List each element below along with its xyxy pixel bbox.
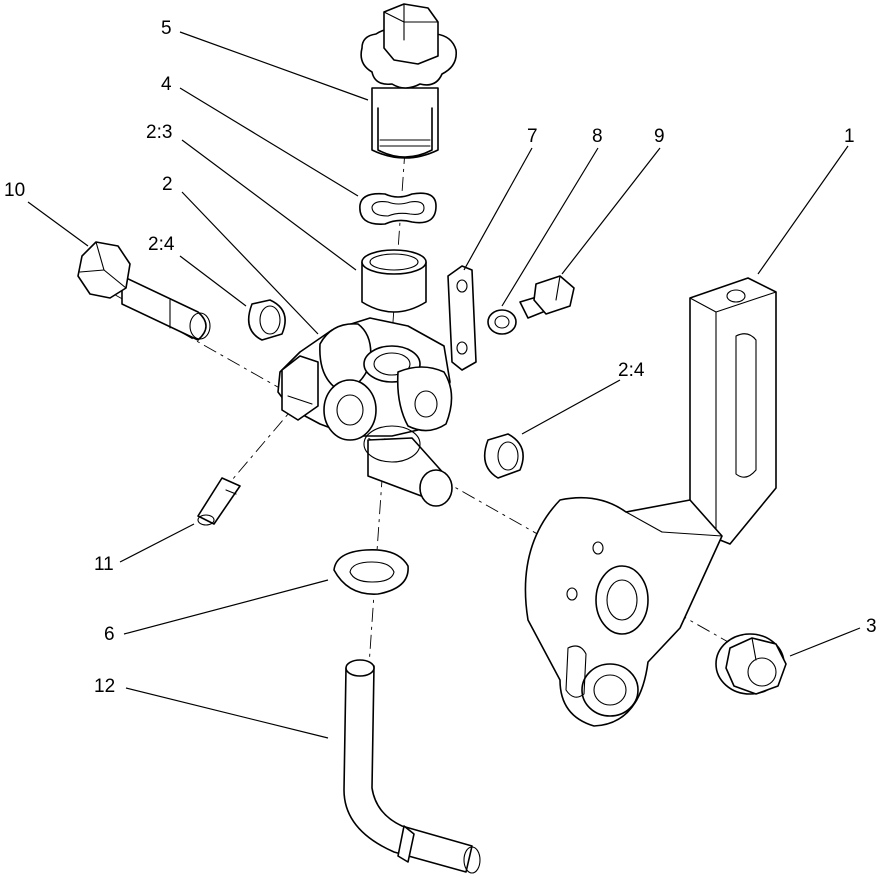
leader-2-4-right [521, 379, 621, 435]
callout-5: 5 [161, 18, 172, 39]
part-4-wave-washer [359, 192, 437, 225]
callout-2-4-right: 2:4 [618, 360, 645, 381]
part-1-bracket [524, 277, 777, 727]
part-3-flange-nut [715, 633, 787, 695]
callout-7: 7 [527, 126, 538, 147]
part-9-screw [519, 275, 575, 319]
part-2-4-left-spacer [247, 299, 286, 341]
leader-4 [179, 87, 359, 197]
leader-10 [27, 201, 89, 247]
callout-1: 1 [844, 126, 855, 147]
leader-6 [123, 579, 329, 635]
callout-3: 3 [866, 616, 877, 637]
callout-11: 11 [94, 554, 114, 575]
leader-3 [789, 627, 861, 657]
part-12-bent-rod [343, 659, 481, 874]
part-6-e-ring [333, 549, 409, 595]
part-2-4-right-spacer [483, 433, 524, 479]
part-2-3-bushing [361, 249, 427, 313]
part-11-pin [197, 477, 241, 526]
leader-7 [463, 147, 533, 271]
callout-9: 9 [654, 126, 665, 147]
leader-2-4-left [179, 255, 247, 307]
callout-6: 6 [104, 624, 115, 645]
callout-2-3: 2:3 [146, 122, 172, 143]
leader-11 [119, 523, 195, 563]
leader-2 [181, 191, 319, 335]
callout-labels: 5 4 2:3 2 10 2:4 7 8 9 1 2:4 11 6 12 3 [4, 18, 877, 697]
part-8-lock-washer [487, 309, 517, 335]
part-2-yoke-block [277, 317, 453, 507]
callout-2-4-left: 2:4 [148, 234, 175, 255]
part-10-bolt [77, 241, 211, 341]
callout-4: 4 [161, 74, 172, 95]
callout-12: 12 [94, 676, 115, 697]
leader-5 [179, 31, 369, 101]
leader-lines [27, 31, 861, 739]
part-5-knurled-spindle [360, 3, 458, 159]
leader-2-3 [181, 139, 357, 271]
leader-8 [501, 147, 599, 307]
leader-1 [757, 145, 849, 275]
leader-12 [125, 687, 329, 739]
callout-10: 10 [4, 180, 25, 201]
callout-8: 8 [592, 126, 603, 147]
callout-2: 2 [162, 174, 173, 195]
leader-9 [561, 147, 661, 275]
part-7-plate [447, 265, 477, 371]
